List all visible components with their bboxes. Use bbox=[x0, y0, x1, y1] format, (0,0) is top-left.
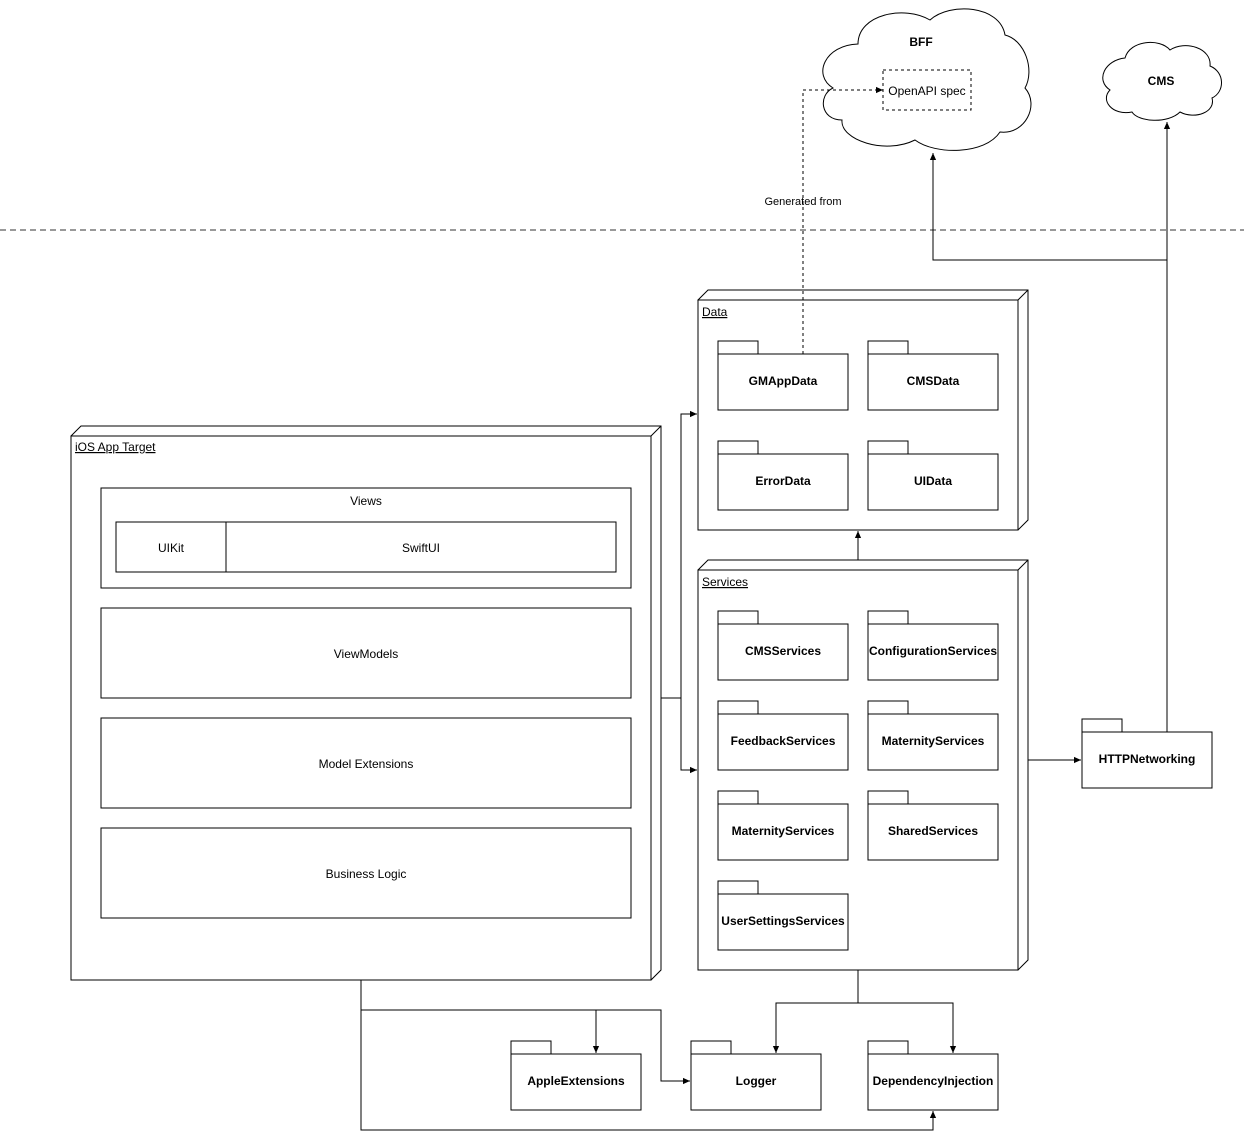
dependency-injection-package-label: DependencyInjection bbox=[873, 1074, 994, 1088]
views-frameworks bbox=[115, 521, 617, 573]
services-package-4-label: MaternityServices bbox=[732, 824, 835, 838]
services-package-4: MaternityServices bbox=[717, 790, 849, 861]
services-package-5-label: SharedServices bbox=[888, 824, 978, 838]
data-package-1-label: CMSData bbox=[907, 374, 960, 388]
views-label: Views bbox=[350, 494, 382, 508]
http-networking-package: HTTPNetworking bbox=[1081, 718, 1213, 789]
uikit-label: UIKit bbox=[158, 541, 185, 555]
apple-extensions-package-label: AppleExtensions bbox=[527, 1074, 625, 1088]
data-package-1: CMSData bbox=[867, 340, 999, 411]
cms-label: CMS bbox=[1148, 74, 1175, 88]
viewmodels-box bbox=[100, 607, 632, 699]
edge-services-to-dependency-injection bbox=[858, 1002, 957, 1053]
edge-ios-to-apple-extensions bbox=[360, 980, 600, 1053]
services-package-1-label: ConfigurationServices bbox=[869, 644, 997, 658]
edge-ios-to-dependency-injection bbox=[360, 1010, 937, 1131]
services-package-0: CMSServices bbox=[717, 610, 849, 681]
edge-ios-to-logger bbox=[596, 1009, 690, 1085]
services-package-1: ConfigurationServices bbox=[867, 610, 999, 681]
services-package-6: UserSettingsServices bbox=[717, 880, 849, 951]
http-networking-package-label: HTTPNetworking bbox=[1099, 752, 1196, 766]
business-logic-label: Business Logic bbox=[326, 867, 407, 881]
services-node-title: Services bbox=[702, 575, 748, 589]
dependency-injection-package: DependencyInjection bbox=[867, 1040, 999, 1111]
edge-gmappdata-generated-from-openapi bbox=[802, 86, 883, 354]
data-package-2-label: ErrorData bbox=[755, 474, 811, 488]
openapi-spec-box bbox=[882, 69, 972, 111]
data-package-0-label: GMAppData bbox=[749, 374, 818, 388]
logger-package: Logger bbox=[690, 1040, 822, 1111]
data-package-2: ErrorData bbox=[717, 440, 849, 511]
logger-package-label: Logger bbox=[736, 1074, 777, 1088]
services-package-6-label: UserSettingsServices bbox=[721, 914, 845, 928]
generated-from-label: Generated from bbox=[764, 196, 841, 208]
services-package-0-label: CMSServices bbox=[745, 644, 821, 658]
edge-http-to-bff bbox=[929, 153, 1168, 732]
services-package-2-label: FeedbackServices bbox=[731, 734, 836, 748]
data-node-title: Data bbox=[702, 305, 728, 319]
edge-ios-to-data bbox=[661, 410, 697, 699]
services-package-3-label: MaternityServices bbox=[882, 734, 985, 748]
ios-app-target-title: iOS App Target bbox=[75, 440, 156, 454]
business-logic-box bbox=[100, 827, 632, 919]
data-package-3: UIData bbox=[867, 440, 999, 511]
swiftui-label: SwiftUI bbox=[402, 541, 440, 555]
bff-label: BFF bbox=[909, 35, 932, 49]
viewmodels-label: ViewModels bbox=[334, 647, 398, 661]
model-extensions-label: Model Extensions bbox=[319, 757, 414, 771]
cms-cloud: CMS bbox=[1102, 41, 1222, 121]
services-package-2: FeedbackServices bbox=[717, 700, 849, 771]
services-package-5: SharedServices bbox=[867, 790, 999, 861]
apple-extensions-package: AppleExtensions bbox=[510, 1040, 642, 1111]
data-package-0: GMAppData bbox=[717, 340, 849, 411]
edge-ios-to-services bbox=[680, 698, 697, 774]
edge-services-to-logger bbox=[772, 970, 859, 1053]
services-package-3: MaternityServices bbox=[867, 700, 999, 771]
model-extensions-box bbox=[100, 717, 632, 809]
data-package-3-label: UIData bbox=[914, 474, 952, 488]
openapi-spec-label: OpenAPI spec bbox=[888, 84, 965, 98]
